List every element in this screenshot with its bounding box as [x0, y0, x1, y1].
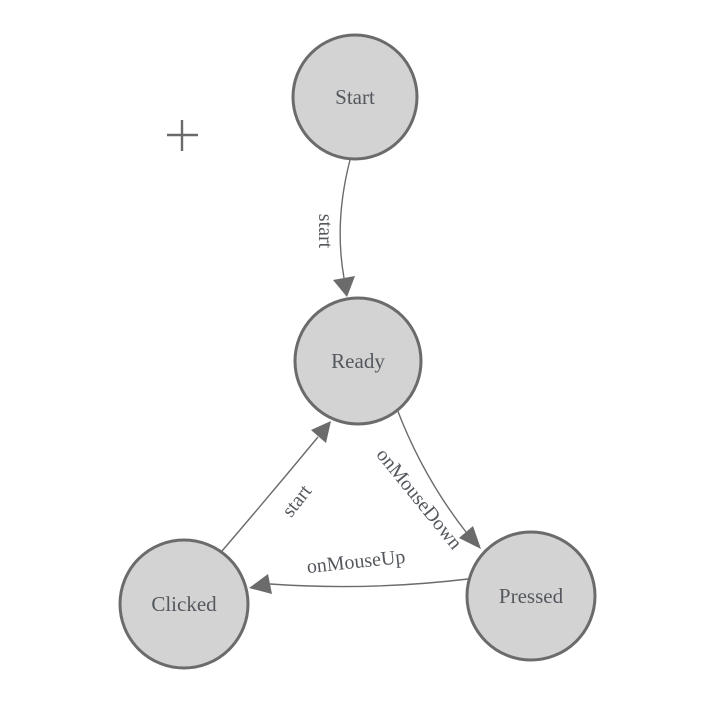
state-node-pressed[interactable]: Pressed: [465, 530, 597, 662]
crosshair-plus-icon: [167, 120, 198, 151]
edge-line: [269, 578, 469, 588]
arrowhead-icon: [249, 574, 272, 594]
arrowhead-icon: [459, 526, 481, 549]
edge-label-pressed-to-clicked: onMouseUp: [306, 546, 407, 578]
arrowhead-icon: [333, 276, 355, 297]
state-node-clicked[interactable]: Clicked: [118, 538, 250, 670]
state-node-start[interactable]: Start: [291, 33, 419, 161]
state-label-pressed: Pressed: [499, 584, 564, 608]
edge-label-start-to-ready: start: [314, 214, 336, 249]
edge-line: [396, 408, 467, 533]
state-circle-start: [291, 33, 419, 161]
edge-start-to-ready[interactable]: start: [314, 159, 355, 297]
state-circle-pressed: [465, 530, 597, 662]
state-circle-ready: [293, 296, 423, 426]
edge-line: [221, 436, 319, 552]
state-label-clicked: Clicked: [151, 592, 217, 616]
edge-pressed-to-clicked[interactable]: onMouseUp: [249, 546, 469, 594]
edge-label-ready-to-pressed: onMouseDown: [372, 444, 467, 554]
arrowhead-icon: [311, 421, 331, 443]
edge-line: [339, 159, 351, 279]
edge-ready-to-pressed[interactable]: onMouseDown: [372, 408, 481, 554]
state-node-ready[interactable]: Ready: [293, 296, 423, 426]
state-label-ready: Ready: [331, 349, 385, 373]
edge-label-clicked-to-ready: start: [278, 480, 317, 521]
edge-clicked-to-ready[interactable]: start: [221, 421, 331, 552]
state-circle-clicked: [118, 538, 250, 670]
state-label-start: Start: [335, 85, 375, 109]
